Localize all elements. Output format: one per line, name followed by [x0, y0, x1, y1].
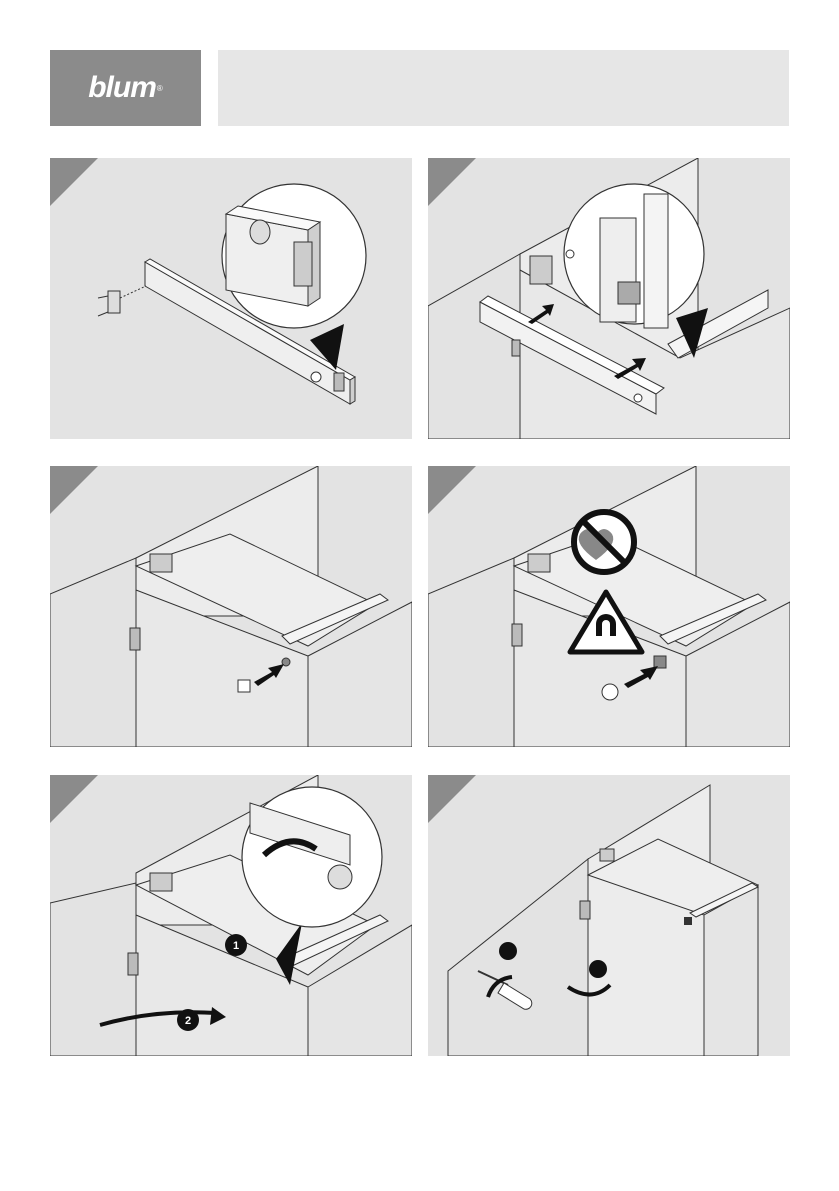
step-corner-marker — [50, 466, 98, 514]
step-panel-1 — [50, 158, 412, 439]
registered-mark: ® — [157, 84, 163, 93]
step-panel-6 — [428, 775, 790, 1056]
step-panel-2 — [428, 158, 790, 439]
step-panel-4 — [428, 466, 790, 747]
step-corner-marker — [50, 158, 98, 206]
adjust-and-close-door-icon: 1 2 — [50, 775, 412, 1056]
step-panel-5: 1 2 — [50, 775, 412, 1056]
step-corner-marker — [50, 775, 98, 823]
insert-drawer-front-into-runner-icon — [428, 158, 790, 439]
callout-one: 1 — [233, 940, 239, 952]
logo-wordmark: blum — [88, 71, 156, 105]
pacemaker-magnet-warning-icon — [428, 466, 790, 747]
step-corner-marker — [428, 466, 476, 514]
step-corner-marker — [428, 158, 476, 206]
blum-logo: blum® — [50, 50, 201, 126]
title-bar — [218, 50, 789, 126]
step-corner-marker — [428, 775, 476, 823]
callout-two: 2 — [185, 1015, 191, 1027]
insert-magnet-plug-icon — [50, 466, 412, 747]
screwdriver-adjust-door-icon — [428, 775, 790, 1056]
step-panel-3 — [50, 466, 412, 747]
drawer-front-bracket-assembly-icon — [50, 158, 412, 439]
